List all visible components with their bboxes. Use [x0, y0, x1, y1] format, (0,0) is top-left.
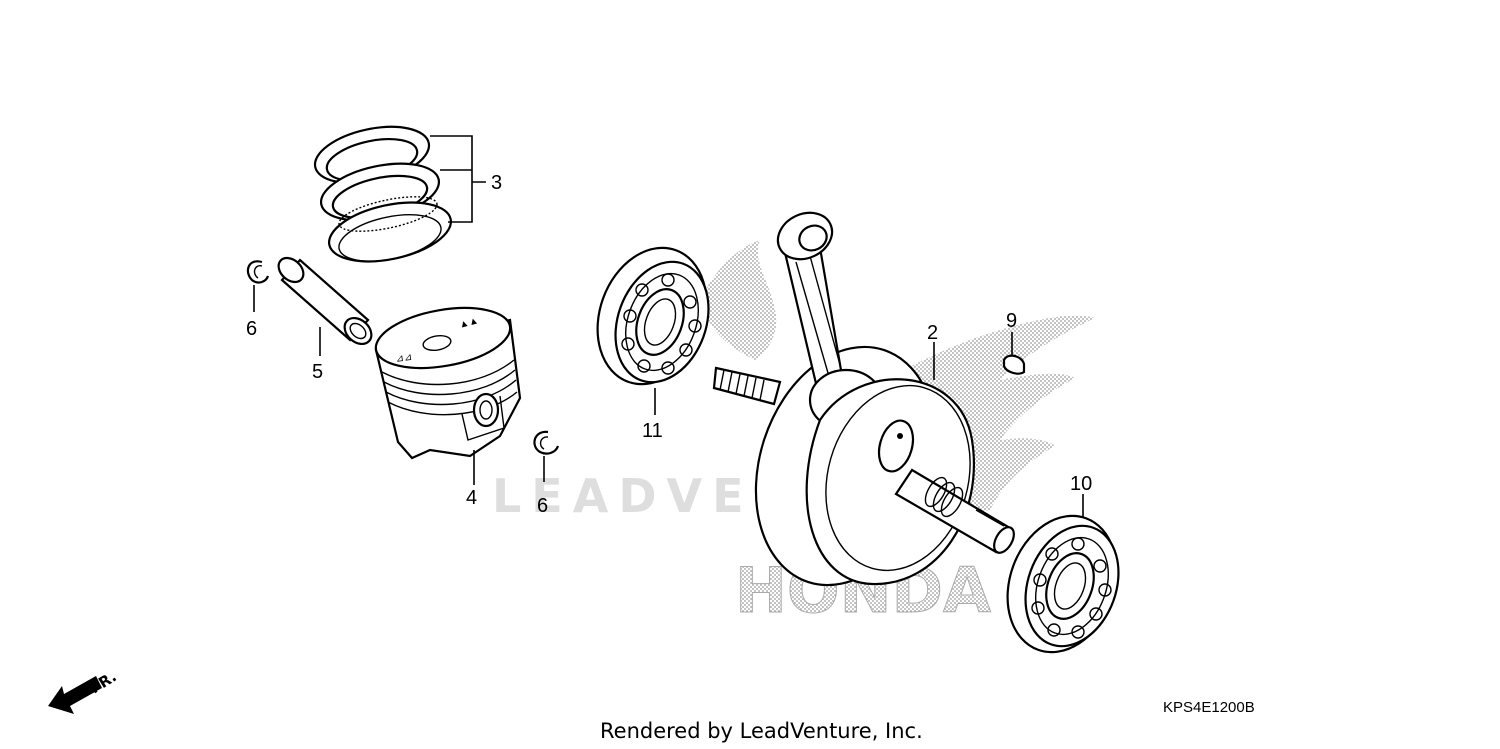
- callout-5: 5: [312, 361, 323, 383]
- crankshaft-bearing-left: [596, 246, 710, 386]
- diagram-code: KPS4E1200B: [1163, 699, 1255, 716]
- svg-text:⊿⊿: ⊿⊿: [395, 352, 413, 365]
- piston-pin-clip-left: [246, 260, 270, 284]
- crankshaft-bearing-right: [1006, 514, 1120, 654]
- callout-2: 2: [927, 322, 938, 344]
- woodruff-key: [1002, 354, 1026, 375]
- svg-text:▲▲: ▲▲: [458, 315, 480, 331]
- crankshaft-assembly: [712, 211, 1015, 587]
- callout-10: 10: [1070, 473, 1092, 495]
- arrow-front-icon: FR.: [48, 667, 120, 714]
- piston-pin: [277, 256, 373, 346]
- callout-9: 9: [1006, 310, 1017, 332]
- callout-6-left: 6: [246, 318, 257, 340]
- piston-rings: [313, 125, 453, 263]
- piston: ⊿⊿ ▲▲: [374, 306, 522, 460]
- callout-11: 11: [642, 420, 663, 442]
- callout-6-right: 6: [537, 495, 548, 517]
- callout-4: 4: [466, 487, 477, 509]
- render-credit: Rendered by LeadVenture, Inc.: [600, 719, 923, 743]
- callout-3: 3: [491, 172, 502, 194]
- piston-pin-clip-right: [533, 430, 560, 455]
